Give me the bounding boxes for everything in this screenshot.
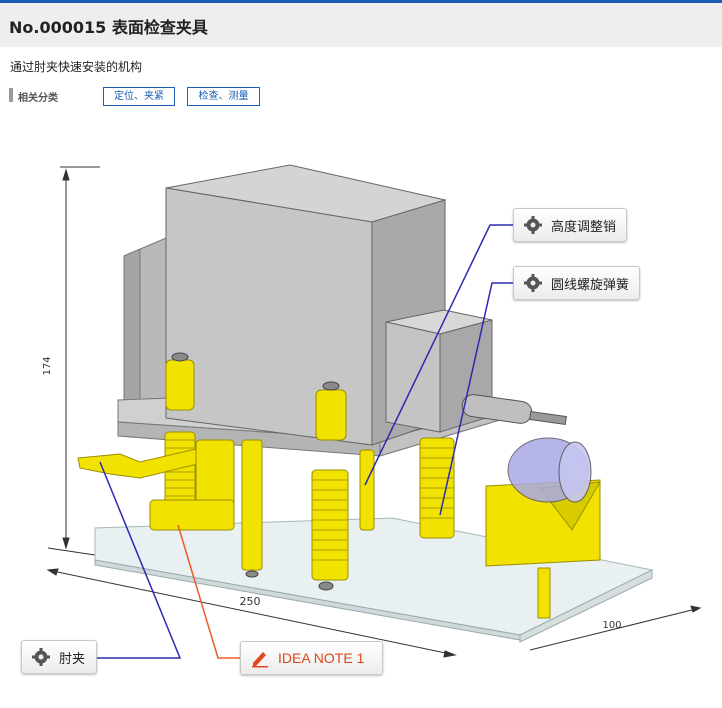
gear-icon [523,215,543,235]
callout-height-pin[interactable]: 高度调整销 [513,208,627,242]
top-accent-bar [0,0,722,3]
dimension-height-label: 174 [42,356,53,375]
pencil-icon [250,648,270,668]
gear-icon [31,647,51,667]
callout-coil-spring-label: 圆线螺旋弹簧 [551,277,630,293]
category-label: 相关分类 [18,93,58,104]
dimension-depth [529,605,702,651]
callout-coil-spring[interactable]: 圆线螺旋弹簧 [513,266,640,300]
side-support [123,237,167,411]
toggle-clamp [77,439,235,531]
callout-toggle-clamp-label: 肘夹 [59,651,86,667]
dimension-length-label: 250 [240,595,261,608]
callout-idea-note[interactable]: IDEA NOTE 1 [240,641,383,675]
spring-coils [165,439,454,561]
callout-leaders [97,224,513,659]
page-title: No.000015 表面检查夹具 [9,18,208,37]
v-block [485,437,601,619]
dimension-length [46,568,457,658]
cylinder-rod [461,394,567,426]
height-pins [165,359,375,571]
pin-heads [171,352,340,591]
dimension-depth-label: 100 [602,620,621,631]
page-description: 通过肘夹快速安装的机构 [10,60,143,74]
tag-positioning-clamping[interactable]: 定位、夹紧 [103,87,175,106]
title-bar: No.000015 表面检查夹具 [0,3,722,47]
callout-idea-note-label: IDEA NOTE 1 [278,650,365,666]
callout-toggle-clamp[interactable]: 肘夹 [21,640,97,674]
dimension-height [47,166,100,556]
category-marker [9,88,13,102]
tag-inspection-measurement[interactable]: 检查、测量 [187,87,260,106]
callout-height-pin-label: 高度调整销 [551,219,617,235]
gear-icon [523,273,543,293]
